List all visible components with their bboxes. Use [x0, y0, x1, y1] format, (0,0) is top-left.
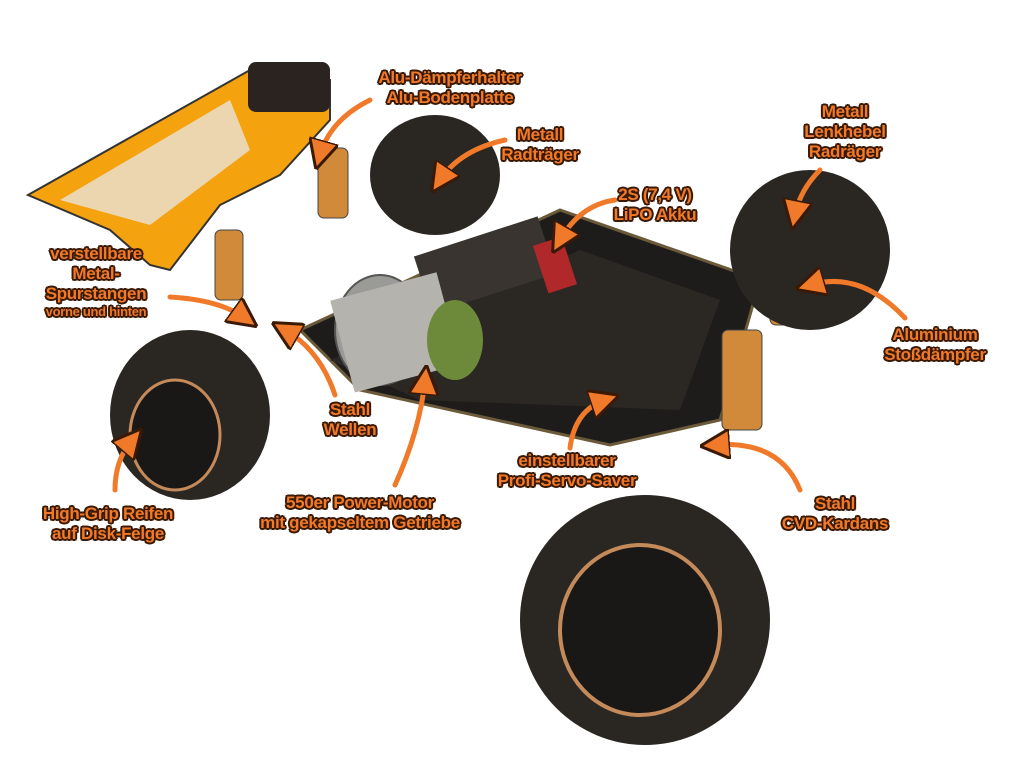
label-steering: Metall Lenkhebel Radräger: [804, 102, 886, 162]
label-line: Radträger: [501, 145, 579, 164]
label-line: Metall: [516, 125, 564, 144]
label-line: vorne und hinten: [45, 304, 147, 319]
label-damper-mount: Alu-Dämpferhalter Alu-Bodenplatte: [378, 68, 522, 108]
label-line: CVD-Kardans: [781, 514, 889, 533]
label-cvd: Stahl CVD-Kardans: [781, 494, 889, 534]
label-line: High-Grip Reifen: [42, 504, 174, 523]
label-line: Profi-Servo-Saver: [497, 471, 637, 490]
label-line: LiPO Akku: [613, 205, 697, 224]
label-line: 2S (7,4 V): [618, 185, 692, 204]
label-line: Metall: [821, 102, 869, 121]
label-line: 550er Power-Motor: [286, 493, 434, 512]
label-line: einstellbarer: [518, 451, 616, 470]
label-tie-rods: verstellbare Metal- Spurstangen vorne un…: [46, 244, 147, 320]
label-line: Stoßdämpfer: [884, 345, 986, 364]
label-line: Alu-Bodenplatte: [386, 88, 514, 107]
label-line: Metal-: [72, 264, 120, 283]
label-shafts: Stahl Wellen: [324, 400, 377, 440]
label-line: Spurstangen: [45, 284, 147, 303]
label-line: Wellen: [323, 420, 377, 439]
label-line: Alu-Dämpferhalter: [378, 68, 522, 87]
label-line: Stahl: [329, 400, 371, 419]
label-line: Stahl: [814, 494, 856, 513]
label-line: mit gekapseltem Getriebe: [260, 513, 460, 532]
label-line: Radräger: [808, 142, 882, 161]
label-line: Aluminium: [892, 325, 978, 344]
rear-right-wheel: [370, 115, 500, 235]
label-battery: 2S (7,4 V) LiPO Akku: [614, 185, 697, 225]
label-tires: High-Grip Reifen auf Disk-Felge: [42, 504, 174, 544]
label-wheel-carrier: Metall Radträger: [501, 125, 579, 165]
front-right-wheel: [730, 170, 890, 330]
label-motor: 550er Power-Motor mit gekapseltem Getrie…: [260, 493, 460, 533]
callout-arrows: [115, 97, 908, 493]
label-line: verstellbare: [50, 244, 142, 263]
label-line: Lenkhebel: [804, 122, 886, 141]
label-servo-saver: einstellbarer Profi-Servo-Saver: [498, 451, 637, 491]
label-line: auf Disk-Felge: [51, 524, 164, 543]
label-shocks: Aluminium Stoßdämpfer: [884, 325, 986, 365]
